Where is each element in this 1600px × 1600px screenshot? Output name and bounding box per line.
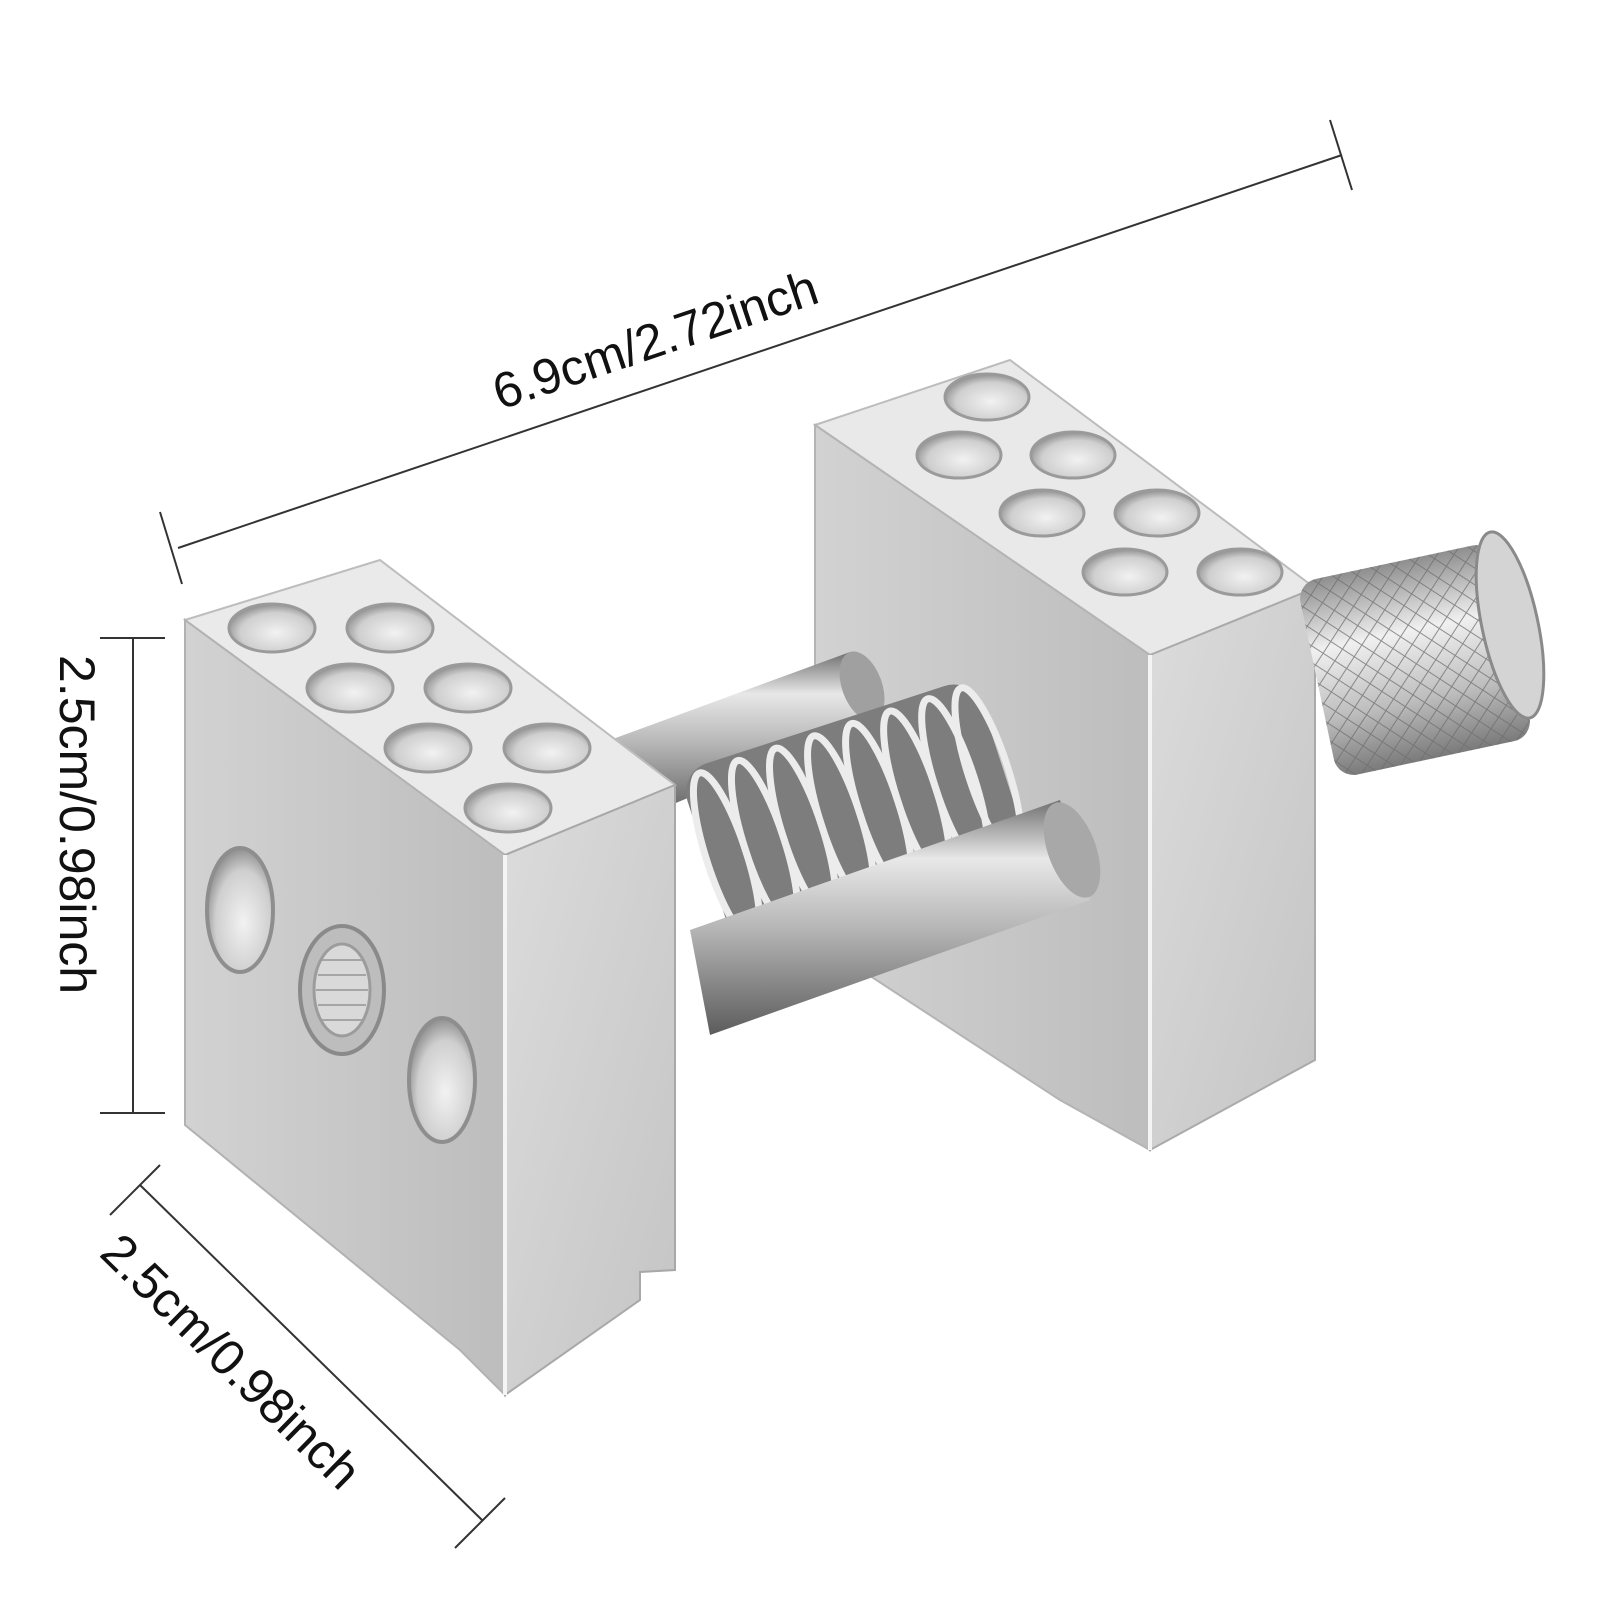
back-jaw-block: [812, 358, 1318, 1152]
knurled-knob: [1300, 530, 1546, 775]
height-label: 2.5cm/0.98inch: [49, 655, 105, 994]
upper-guide-rod: [610, 651, 885, 820]
back-jaw-holes: [915, 372, 1284, 597]
lower-guide-rod: [690, 800, 1101, 1035]
side-mounting-holes: [205, 846, 477, 1144]
watch-vise-product: [182, 358, 1546, 1398]
length-label: 6.9cm/2.72inch: [486, 259, 825, 420]
set-screw: [298, 924, 386, 1056]
front-jaw-holes: [227, 602, 592, 834]
front-jaw-block: [182, 558, 677, 1398]
height-dimension: 2.5cm/0.98inch: [49, 637, 165, 1114]
depth-label: 2.5cm/0.98inch: [90, 1223, 371, 1500]
